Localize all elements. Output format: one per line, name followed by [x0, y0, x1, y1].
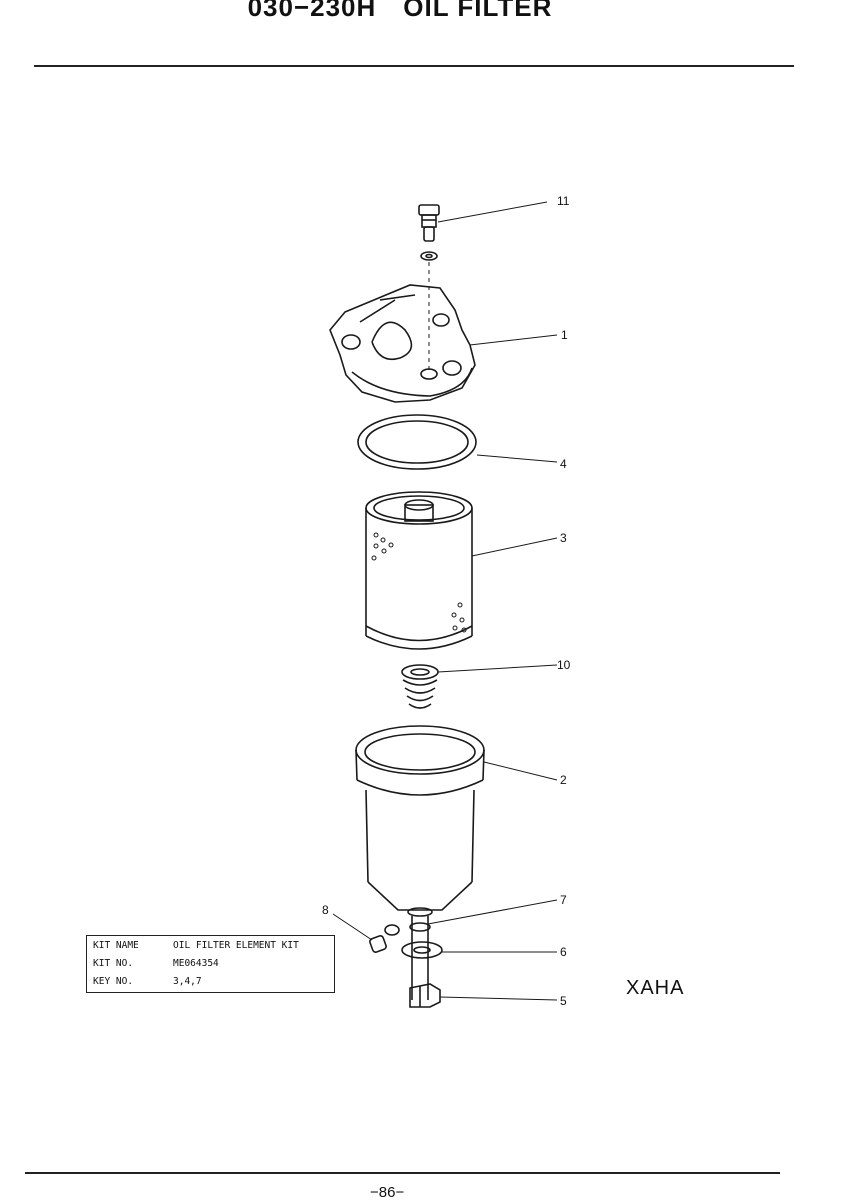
part-washer-6 [401, 941, 443, 959]
part-washer-small [420, 251, 438, 261]
callout-label: 4 [560, 457, 567, 471]
part-center-bolt-5 [409, 983, 441, 1008]
page-title: 030−230H OIL FILTER [247, 0, 553, 22]
kit-row-value: ME064354 [173, 958, 219, 969]
callout-label: 7 [560, 893, 567, 907]
callout-label: 6 [560, 945, 567, 959]
callout-label: 2 [560, 773, 567, 787]
callout-label: 3 [560, 531, 567, 545]
callout-label: 1 [561, 328, 568, 342]
kit-row-label: KIT NO. [93, 958, 134, 969]
kit-row-label: KEY NO. [93, 976, 134, 987]
part-filter-case-2 [355, 725, 485, 917]
part-gasket-4 [357, 414, 477, 470]
kit-info-table: KIT NAME OIL FILTER ELEMENT KIT KIT NO. ME… [86, 935, 335, 993]
kit-row: KEY NO. 3,4,7 [93, 973, 202, 991]
kit-row-value: 3,4,7 [173, 976, 202, 987]
kit-row-value: OIL FILTER ELEMENT KIT [173, 940, 299, 951]
part-bolt-11 [418, 204, 440, 242]
bottom-rule [25, 1172, 780, 1174]
illustration-code: XAHA [626, 977, 685, 999]
part-drain-plug-8 [369, 924, 400, 953]
kit-row: KIT NO. ME064354 [93, 955, 219, 973]
callout-label: 8 [322, 903, 329, 917]
part-spring-10 [401, 664, 439, 709]
callout-label: 5 [560, 994, 567, 1008]
kit-row-label: KIT NAME [93, 940, 139, 951]
callout-label: 10 [557, 658, 571, 672]
page-number: −86− [370, 1184, 405, 1201]
part-filter-element-3 [365, 491, 473, 650]
part-ring-7 [409, 922, 431, 932]
part-filter-head-1 [329, 284, 476, 403]
kit-row: KIT NAME OIL FILTER ELEMENT KIT [93, 937, 299, 955]
callout-label: 11 [557, 194, 570, 208]
top-rule [34, 65, 794, 67]
